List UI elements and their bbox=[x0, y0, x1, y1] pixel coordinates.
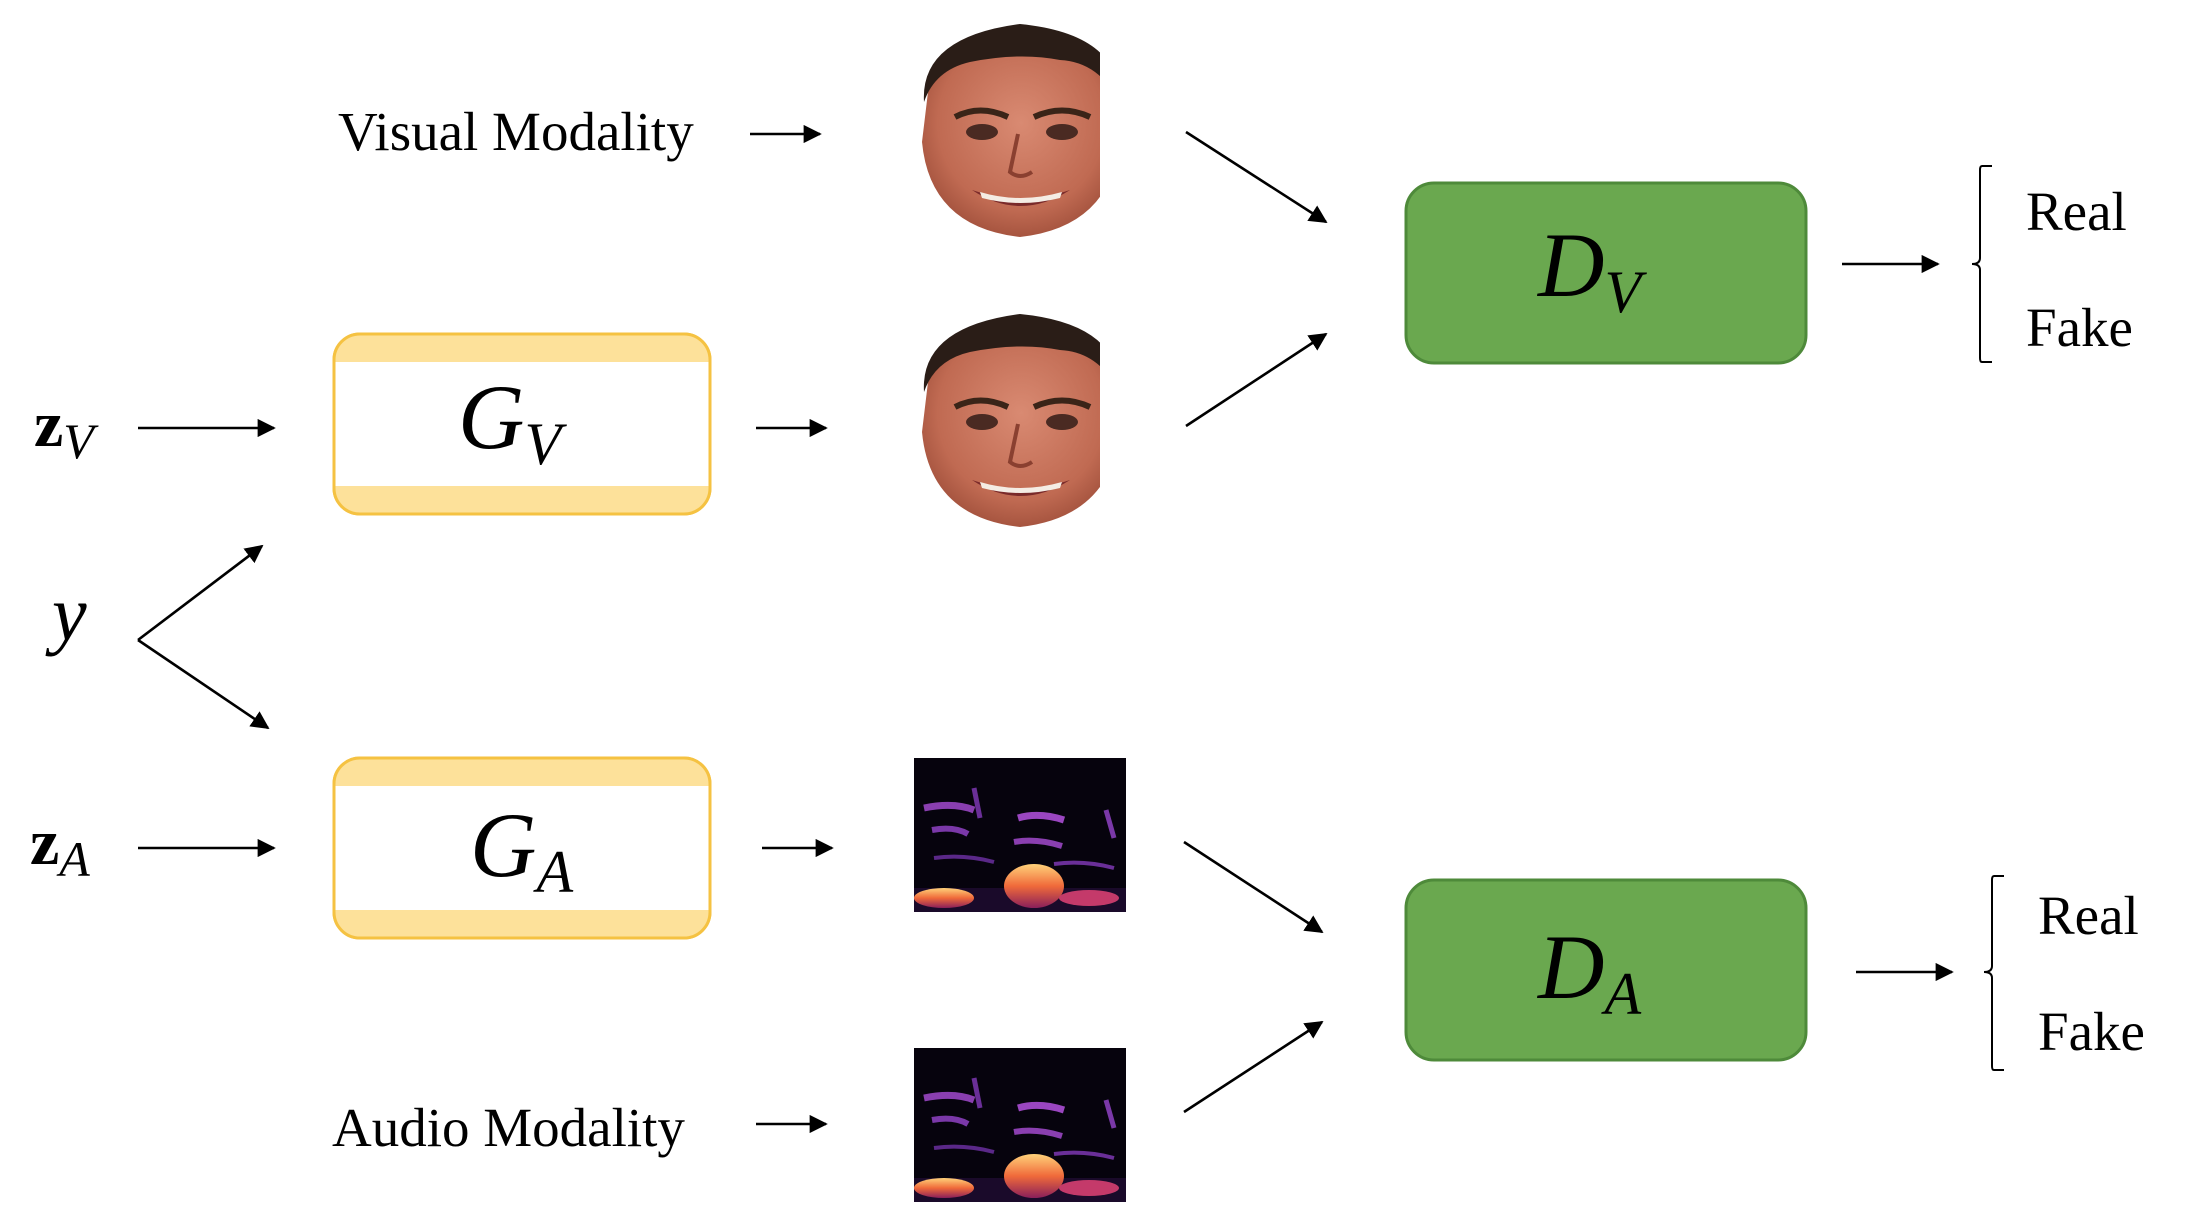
generated-face-image bbox=[910, 312, 1130, 532]
da-fake-label: Fake bbox=[2038, 1001, 2145, 1062]
arrow-generated-spectrogram-to-da bbox=[1183, 840, 1324, 934]
discriminator-dv-label: DV bbox=[1536, 214, 1647, 325]
dv-fake-label: Fake bbox=[2026, 297, 2133, 358]
arrow-y-to-ga bbox=[137, 638, 270, 730]
arrow-generated-face-to-dv bbox=[1185, 332, 1328, 428]
generator-ga-box: GA bbox=[332, 756, 712, 940]
real-spectrogram-image bbox=[914, 1048, 1126, 1202]
za-input-label: zA bbox=[30, 806, 90, 887]
visual-modality-label: Visual Modality bbox=[338, 101, 694, 162]
arrow-y-to-gv bbox=[137, 544, 264, 642]
generated-spectrogram-image bbox=[914, 758, 1126, 912]
real-face-image bbox=[910, 22, 1130, 242]
generator-gv-label: GV bbox=[458, 366, 567, 477]
y-input-label: y bbox=[45, 570, 87, 657]
dv-output-brace bbox=[1971, 165, 1992, 363]
zv-input-label: zV bbox=[34, 388, 99, 469]
da-real-label: Real bbox=[2038, 885, 2139, 946]
da-output-brace bbox=[1983, 875, 2004, 1071]
arrow-real-spectrogram-to-da bbox=[1183, 1020, 1324, 1114]
generator-ga-label: GA bbox=[470, 794, 573, 905]
audio-modality-label: Audio Modality bbox=[332, 1097, 685, 1158]
discriminator-dv-box: DV bbox=[1404, 181, 1808, 365]
generator-gv-box: GV bbox=[332, 332, 712, 516]
discriminator-da-box: DA bbox=[1404, 878, 1808, 1062]
discriminator-da-label: DA bbox=[1536, 916, 1641, 1027]
dv-real-label: Real bbox=[2026, 181, 2127, 242]
arrow-real-face-to-dv bbox=[1185, 130, 1328, 224]
